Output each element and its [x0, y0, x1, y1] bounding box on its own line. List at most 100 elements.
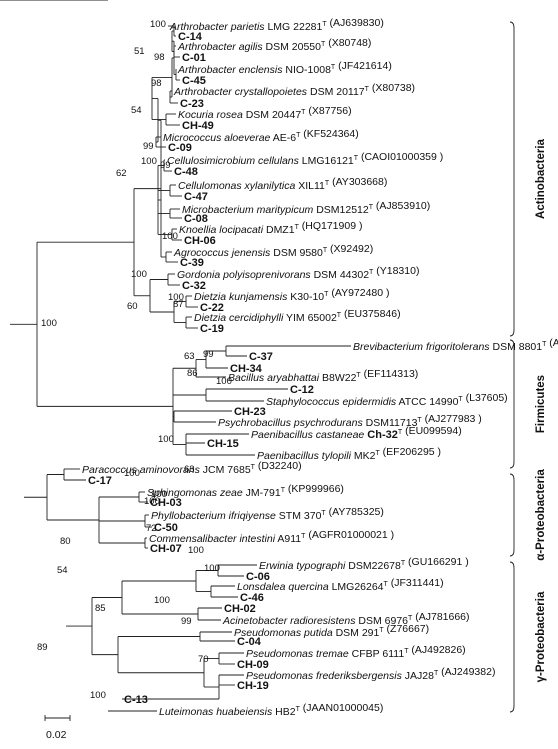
taxon-label: Commensalibacter intestini A911T (AGFR01… [149, 529, 394, 545]
isolate-label: C-48 [174, 166, 198, 178]
bootstrap-value: 99 [160, 160, 171, 171]
bootstrap-value: 51 [134, 46, 145, 57]
isolate-label: CH-06 [184, 235, 216, 247]
isolate-label: C-50 [154, 522, 178, 534]
taxon-label: Arthrobacter parietis LMG 22281T (AJ6398… [169, 17, 384, 33]
taxon-label: Gordonia polyisoprenivorans DSM 44302T (… [177, 265, 419, 281]
isolate-label: C-22 [200, 302, 224, 314]
taxon-label: Kocuria rosea DSM 20447T (X87756) [178, 105, 352, 121]
taxon-label: Microbacterium maritypicum DSM12512T (AJ… [182, 200, 430, 216]
isolate-label: C-23 [180, 98, 204, 110]
bootstrap-value: 99 [143, 141, 154, 152]
isolate-label: C-12 [290, 384, 314, 396]
bootstrap-value: 87 [173, 299, 184, 310]
isolate-label: CH-07 [150, 543, 182, 555]
bootstrap-value: 99 [181, 616, 192, 627]
bootstrap-value: 100 [141, 156, 157, 167]
taxon-label: Dietzia kunjamensis K30-10T (AY972480 ) [194, 287, 390, 303]
bootstrap-value: 100 [188, 545, 204, 556]
group-bracket [509, 21, 515, 337]
taxon-label: Erwinia typographi DSM22678T (GU166291 ) [259, 556, 469, 572]
isolate-label: C-19 [200, 323, 224, 335]
bootstrap-value: 80 [60, 536, 71, 547]
taxon-label: Pseudomonas frederiksbergensis JAJ28T (A… [246, 666, 495, 682]
bootstrap-value: 100 [162, 231, 178, 242]
isolate-label: C-45 [182, 75, 206, 87]
isolate-label: C-46 [240, 592, 264, 604]
taxon-label: Bacillus aryabhattai B8W22T (EF114313) [228, 368, 418, 384]
group-label: γ-Proteobacteria [535, 591, 547, 682]
bootstrap-value: 86 [187, 368, 198, 379]
bootstrap-value: 100 [90, 690, 106, 701]
group-bracket [509, 473, 515, 557]
taxon-label: Brevibacterium frigoritolerans DSM 8801T… [353, 337, 558, 353]
isolate-label: CH-15 [207, 438, 239, 450]
tree-labels: Arthrobacter parietis LMG 22281T (AJ6398… [82, 17, 558, 718]
isolate-label: CH-23 [234, 406, 266, 418]
taxon-label: Psychrobacillus psychrodurans DSM11713T … [218, 413, 482, 429]
isolate-label: C-01 [182, 52, 206, 64]
isolate-label: C-06 [246, 571, 270, 583]
isolate-label: CH-49 [182, 120, 214, 132]
isolate-label: CH-34 [230, 363, 263, 375]
taxon-label: Luteimonas huabeiensis HB2T (JAAN0100004… [159, 702, 383, 718]
taxon-label: Pseudomonas tremae CFBP 6111T (AJ492826) [246, 644, 466, 660]
bootstrap-value: 100 [168, 292, 184, 303]
bootstrap-value: 89 [37, 642, 48, 653]
group-label: Actinobacteria [535, 138, 547, 218]
taxon-label: Cellulomonas xylanilytica XIL11T (AY3036… [178, 176, 387, 192]
bootstrap-value: 62 [116, 168, 127, 179]
tree-branches [0, 0, 351, 712]
isolate-label: C-13 [124, 694, 148, 706]
taxon-label: Arthrobacter enclensis NIO-1008T (JF4216… [177, 60, 392, 76]
taxon-label: Arthrobacter agilis DSM 20550T (X80748) [177, 37, 371, 53]
bootstrap-value: 54 [57, 565, 68, 576]
taxon-label: Cellulosimicrobium cellulans LMG16121T (… [167, 151, 443, 167]
bootstrap-value: 70 [198, 654, 209, 665]
isolate-label: C-14 [178, 31, 203, 43]
taxon-label: Micrococcus aloeverae AE-6T (KF524364) [163, 128, 359, 144]
bootstrap-value: 100 [144, 496, 160, 507]
isolate-label: C-17 [88, 475, 112, 487]
taxon-label: Paenibacillus castaneae Ch-32T (EU099594… [251, 425, 462, 441]
taxon-label: Agrococcus jenensis DSM 9580T (X92492) [173, 243, 373, 259]
bootstrap-value: 100 [131, 269, 147, 280]
group-label: Firmicutes [535, 375, 547, 433]
isolate-label: CH-03 [150, 497, 182, 509]
bootstrap-value: 63 [184, 464, 195, 475]
bootstrap-value: 100 [124, 468, 140, 479]
taxon-label: Arthrobacter crystallopoietes DSM 20117T… [173, 82, 415, 98]
isolate-label: C-47 [184, 191, 208, 203]
group-bracket [509, 561, 515, 713]
taxon-label: Phyllobacterium ifriqiyense STM 370T (AY… [151, 506, 384, 522]
bootstrap-value: 100 [204, 563, 220, 574]
taxon-label: Lonsdalea quercina LMG26264T (JF311441) [237, 577, 444, 593]
taxon-label: Dietzia cercidiphylli YIM 65002T (EU3758… [194, 308, 401, 324]
bootstrap-value: 100 [151, 489, 167, 500]
taxon-label: Knoellia locipacati DMZ1T (HQ171909 ) [179, 220, 362, 236]
taxon-label: Staphylococcus epidermidis ATCC 14990T (… [266, 392, 508, 408]
isolate-label: C-04 [237, 636, 262, 648]
scale-bar: 0.02 [44, 715, 71, 741]
bootstrap-value: 100 [216, 376, 232, 387]
bootstrap-value: 72 [146, 523, 157, 534]
bootstrap-value: 98 [154, 52, 165, 63]
isolate-label: CH-19 [237, 680, 269, 692]
isolate-label: C-39 [180, 257, 204, 269]
taxon-label: Paenibacillus tylopili MK2T (EF206295 ) [257, 446, 441, 462]
bootstrap-value: 85 [95, 603, 106, 614]
isolate-label: C-32 [182, 280, 206, 292]
taxon-label: Pseudomonas putida DSM 291T (Z76667) [234, 623, 429, 639]
isolate-label: C-09 [168, 142, 192, 154]
bootstrap-value: 100 [154, 595, 170, 606]
bootstrap-value: 60 [127, 301, 138, 312]
group-label: α-Proteobacteria [535, 469, 547, 561]
bootstrap-value: 100 [150, 19, 166, 30]
bootstrap-value: 54 [131, 105, 142, 116]
taxon-label: Acinetobacter radioresistens DSM 6976T (… [222, 611, 470, 627]
bootstrap-value: 99 [203, 349, 214, 360]
